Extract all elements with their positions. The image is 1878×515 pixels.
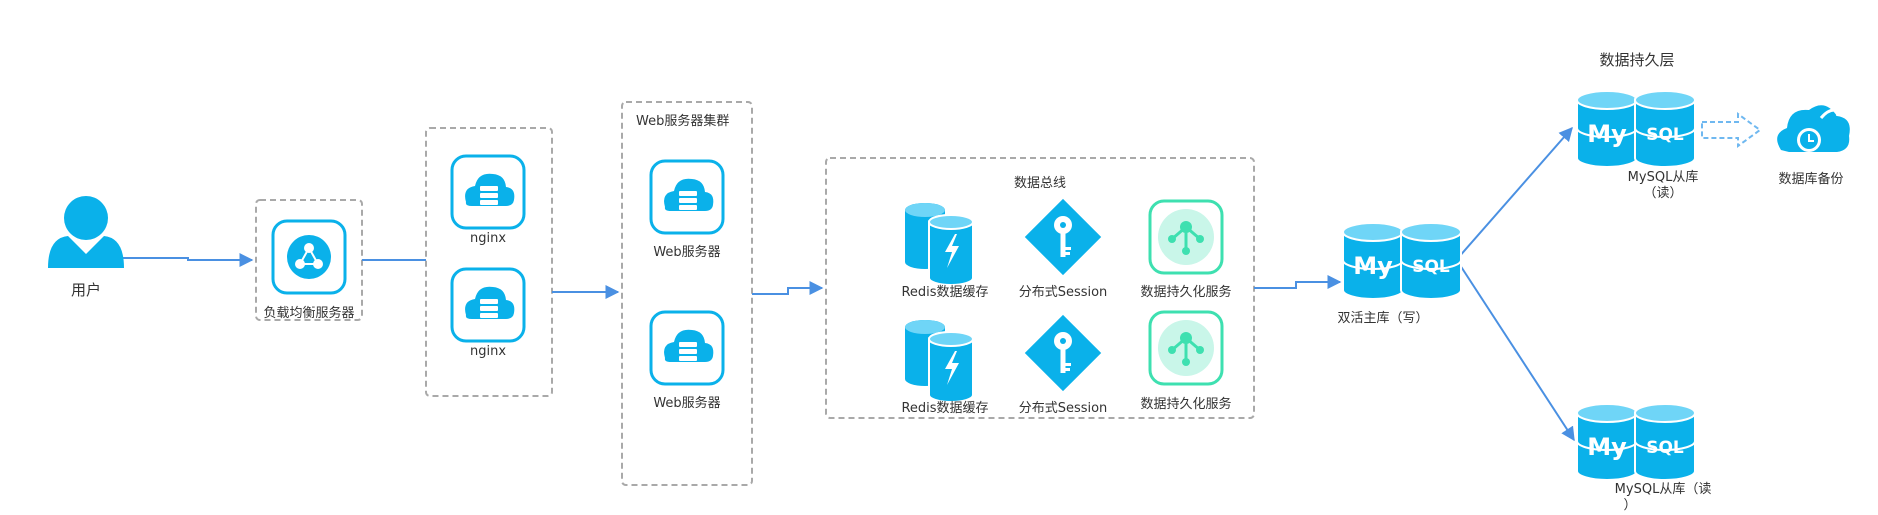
mysql-logo-sql: SQL bbox=[1412, 257, 1450, 277]
mysql-logo-my: My bbox=[1587, 433, 1627, 461]
mysql-logo-my: My bbox=[1353, 252, 1393, 280]
redis-label-2: Redis数据缓存 bbox=[901, 401, 989, 416]
web-cluster-title: Web服务器集群 bbox=[636, 114, 730, 129]
connector-web-bus bbox=[752, 281, 824, 295]
nginx-label-1: nginx bbox=[469, 231, 507, 246]
backup-cloud-icon bbox=[1775, 103, 1852, 154]
slave-db-2-label-line1: MySQL从库（读 bbox=[1614, 482, 1712, 497]
web-cluster-box bbox=[621, 101, 753, 486]
user-icon bbox=[48, 196, 124, 268]
connector-user-lb bbox=[122, 253, 254, 267]
master-db-label: 双活主库（写） bbox=[1337, 311, 1429, 326]
persistence-label-2: 数据持久化服务 bbox=[1140, 397, 1232, 412]
load-balancer-icon bbox=[271, 219, 347, 295]
user-label: 用户 bbox=[70, 281, 102, 299]
backup-arrow bbox=[1701, 112, 1762, 148]
mysql-slave-icon-1: My SQL bbox=[1576, 90, 1696, 168]
data-bus-title: 数据总线 bbox=[1013, 176, 1067, 191]
connector-master-slave1 bbox=[1457, 126, 1573, 259]
mysql-master-icon: My SQL bbox=[1342, 222, 1462, 300]
nginx-server-icon-1 bbox=[450, 154, 526, 230]
slave-db-2-label-line2: ） bbox=[1623, 498, 1637, 513]
mysql-logo-sql: SQL bbox=[1646, 125, 1684, 145]
web-server-label-1: Web服务器 bbox=[653, 245, 721, 260]
slave-db-1-label-line2: （读） bbox=[1643, 186, 1683, 201]
web-server-label-2: Web服务器 bbox=[653, 396, 721, 411]
web-server-icon-2 bbox=[649, 310, 725, 386]
mysql-logo-my: My bbox=[1587, 120, 1627, 148]
web-server-icon-1 bbox=[649, 159, 725, 235]
load-balancer-label: 负载均衡服务器 bbox=[263, 306, 355, 321]
nginx-group-box bbox=[425, 127, 553, 397]
redis-cache-icon-1 bbox=[904, 202, 974, 286]
session-key-icon-2 bbox=[1024, 314, 1102, 392]
nginx-server-icon-2 bbox=[450, 267, 526, 343]
persistence-layer-title: 数据持久层 bbox=[1599, 51, 1675, 69]
connector-master-slave2 bbox=[1457, 261, 1575, 442]
mysql-logo-sql: SQL bbox=[1646, 438, 1684, 458]
persistence-service-icon-2 bbox=[1148, 310, 1224, 386]
backup-label: 数据库备份 bbox=[1778, 172, 1844, 187]
session-key-icon-1 bbox=[1024, 198, 1102, 276]
session-label-2: 分布式Session bbox=[1018, 401, 1108, 416]
persistence-service-icon-1 bbox=[1148, 199, 1224, 275]
session-label-1: 分布式Session bbox=[1018, 285, 1108, 300]
persistence-label-1: 数据持久化服务 bbox=[1140, 285, 1232, 300]
nginx-label-2: nginx bbox=[469, 344, 507, 359]
connector-bus-master bbox=[1254, 275, 1342, 289]
redis-label-1: Redis数据缓存 bbox=[901, 285, 989, 300]
redis-cache-icon-2 bbox=[904, 319, 974, 403]
mysql-slave-icon-2: My SQL bbox=[1576, 403, 1696, 481]
slave-db-1-label-line1: MySQL从库 bbox=[1627, 170, 1699, 185]
